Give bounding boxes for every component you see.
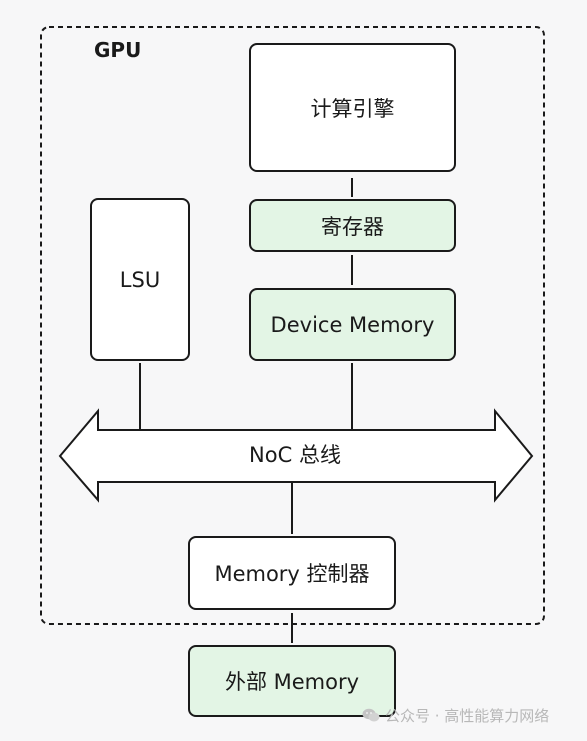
gpu-label: GPU xyxy=(94,38,142,62)
external-memory-box: 外部 Memory xyxy=(188,645,396,717)
device-memory-box: Device Memory xyxy=(249,288,456,361)
lsu-box: LSU xyxy=(90,198,190,361)
wechat-icon xyxy=(362,708,380,723)
registers-box: 寄存器 xyxy=(249,199,456,252)
memory-controller-box: Memory 控制器 xyxy=(188,536,396,610)
watermark-text: 公众号 · 高性能算力网络 xyxy=(385,707,550,725)
noc-bus-label: NoC 总线 xyxy=(249,443,341,467)
noc-bus-arrow xyxy=(58,408,534,503)
compute-engine-box: 计算引擎 xyxy=(249,43,456,172)
watermark: 公众号 · 高性能算力网络 xyxy=(362,705,549,726)
